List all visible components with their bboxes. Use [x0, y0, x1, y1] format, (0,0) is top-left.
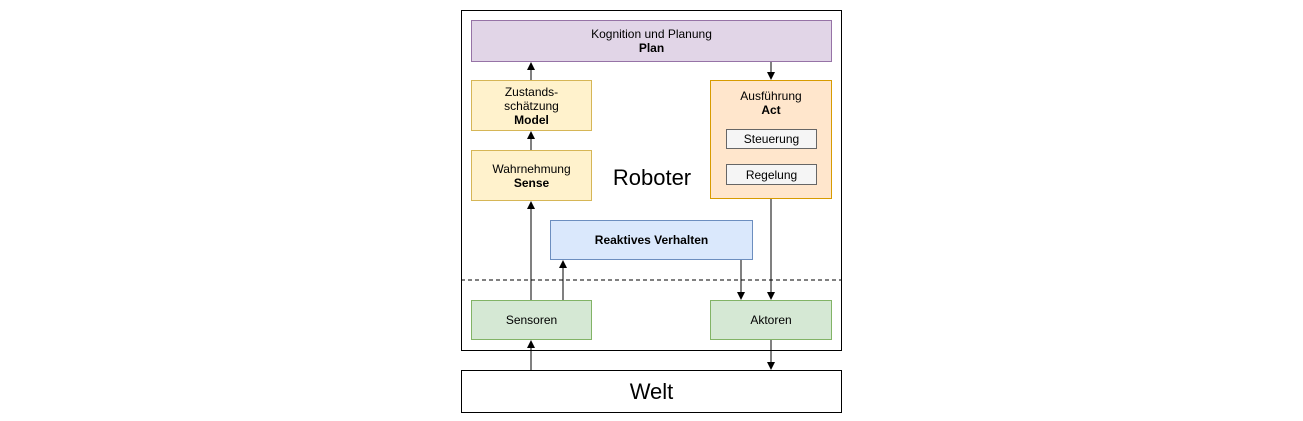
model-keyword: Model — [514, 112, 549, 127]
act-title: Ausführung — [740, 89, 802, 103]
act-keyword: Act — [761, 103, 781, 117]
steuerung-node: Steuerung — [726, 129, 817, 149]
sense-node: Wahrnehmung Sense — [471, 150, 592, 201]
model-node: Zustands- schätzung Model — [471, 80, 592, 131]
model-title-line-1: Zustands- — [504, 84, 559, 99]
regelung-label: Regelung — [745, 167, 798, 182]
actuators-label: Aktoren — [750, 313, 792, 327]
reactive-behavior-node: Reaktives Verhalten — [550, 220, 753, 260]
sensors-label: Sensoren — [505, 313, 558, 327]
world-node: Welt — [461, 370, 842, 413]
regelung-node: Regelung — [726, 164, 817, 185]
plan-title: Kognition und Planung — [591, 27, 712, 41]
sense-keyword: Sense — [513, 175, 550, 190]
model-title-line-2: schätzung — [504, 98, 559, 113]
sensors-node: Sensoren — [471, 300, 592, 340]
plan-keyword: Plan — [638, 41, 665, 55]
steuerung-label: Steuerung — [743, 132, 800, 146]
plan-node: Kognition und Planung Plan — [471, 20, 832, 62]
robot-label: Roboter — [612, 165, 692, 190]
reactive-behavior-label: Reaktives Verhalten — [594, 233, 709, 247]
sense-title: Wahrnehmung — [492, 161, 571, 176]
actuators-node: Aktoren — [710, 300, 832, 340]
world-label: Welt — [629, 378, 674, 404]
